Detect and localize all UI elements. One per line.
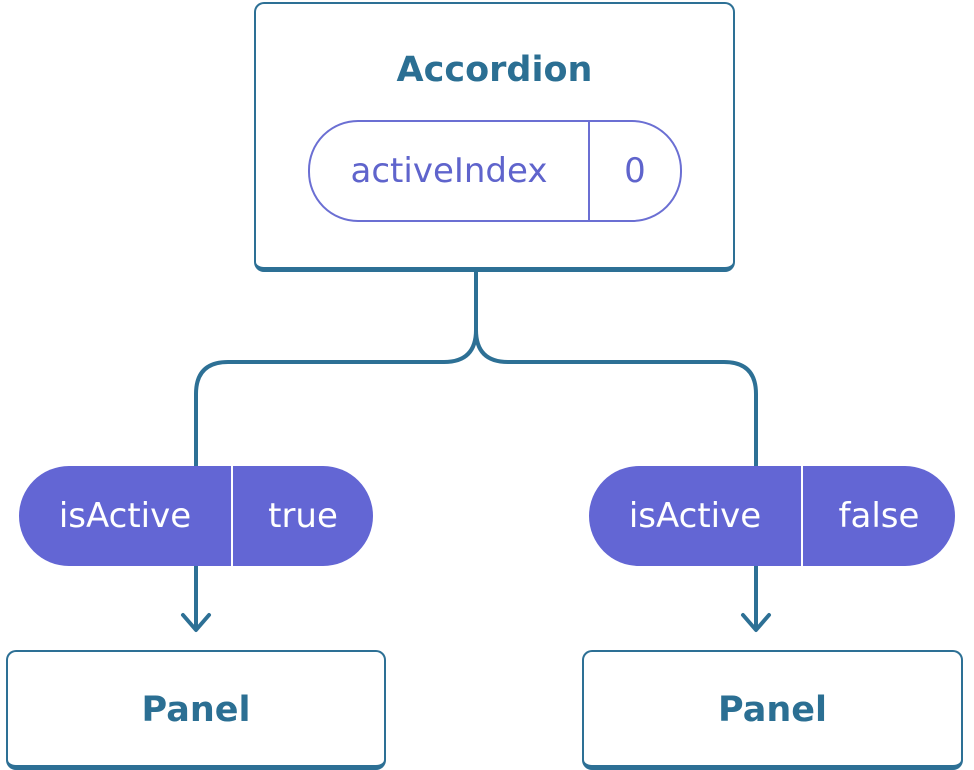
state-divider — [588, 122, 590, 220]
state-key: activeIndex — [350, 151, 548, 191]
panel-title-left: Panel — [141, 690, 251, 730]
prop-key-right: isActive — [628, 496, 762, 536]
panel-title-right: Panel — [718, 690, 827, 730]
prop-key-left: isActive — [58, 496, 192, 536]
panel-node-left: Panel — [6, 650, 386, 770]
active-index-state: activeIndex 0 — [308, 120, 682, 222]
state-value: 0 — [624, 151, 646, 191]
prop-divider-left — [231, 466, 233, 566]
accordion-title: Accordion — [396, 50, 593, 90]
prop-divider-right — [801, 466, 803, 566]
arrow-head-left — [181, 613, 211, 632]
arrow-head-right — [741, 613, 771, 632]
prop-value-right: false — [838, 496, 920, 536]
panel-node-right: Panel — [582, 650, 963, 770]
connector-branch-right — [474, 328, 758, 468]
connector-trunk — [194, 268, 478, 468]
is-active-prop-left: isActive true — [19, 466, 373, 566]
accordion-node: Accordion activeIndex 0 — [254, 2, 735, 272]
prop-value-left: true — [268, 496, 338, 536]
is-active-prop-right: isActive false — [589, 466, 955, 566]
